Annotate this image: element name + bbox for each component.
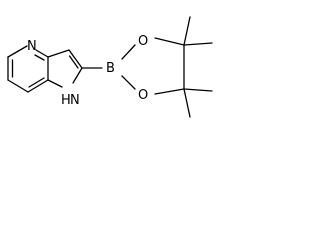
bond-c2-n1: [72, 67, 83, 84]
dioxaborolane-ring: [121, 37, 185, 95]
bond-c3-c2: [68, 49, 83, 69]
methyl-bond-bottom-right: [183, 88, 213, 92]
bond-c3a-n4: [35, 49, 49, 58]
bond-c3-c2-inner: [68, 55, 79, 69]
atom-label-oxygen-top: O: [138, 34, 148, 49]
atom-label-pyrrole-n: N: [70, 93, 80, 108]
atom-label-boron: B: [106, 61, 115, 76]
atom-label-pyridine-n: N: [27, 39, 37, 54]
pyrrole-ring: [47, 49, 83, 88]
bond-oxygen-bottom-c5: [154, 88, 185, 95]
pyridine-ring: [7, 45, 49, 93]
bond-c6-c7: [7, 79, 29, 93]
atom-label-oxygen-bottom: O: [138, 88, 148, 103]
bond-boron-oxygen-top: [121, 44, 136, 60]
bond-c7-c7a: [27, 79, 49, 93]
bond-c7-c7a-inner: [28, 77, 45, 88]
methyl-groups: [183, 16, 213, 118]
bond-oxygen-top-c4: [154, 37, 185, 46]
methyl-bond-bottom-down: [183, 88, 191, 118]
methyl-bond-top-up: [183, 16, 191, 46]
atom-label-pyrrole-h: H: [61, 93, 71, 108]
methyl-bond-top-right: [183, 42, 213, 46]
bond-boron-oxygen-bottom: [121, 75, 136, 90]
bond-n1-c7a: [47, 79, 63, 88]
bond-c3a-n4-inner: [34, 54, 45, 61]
chemical-structure-diagram: N N H B O O: [7, 16, 213, 118]
bond-c3a-c3: [47, 49, 70, 58]
bond-n4-c5: [7, 45, 28, 58]
